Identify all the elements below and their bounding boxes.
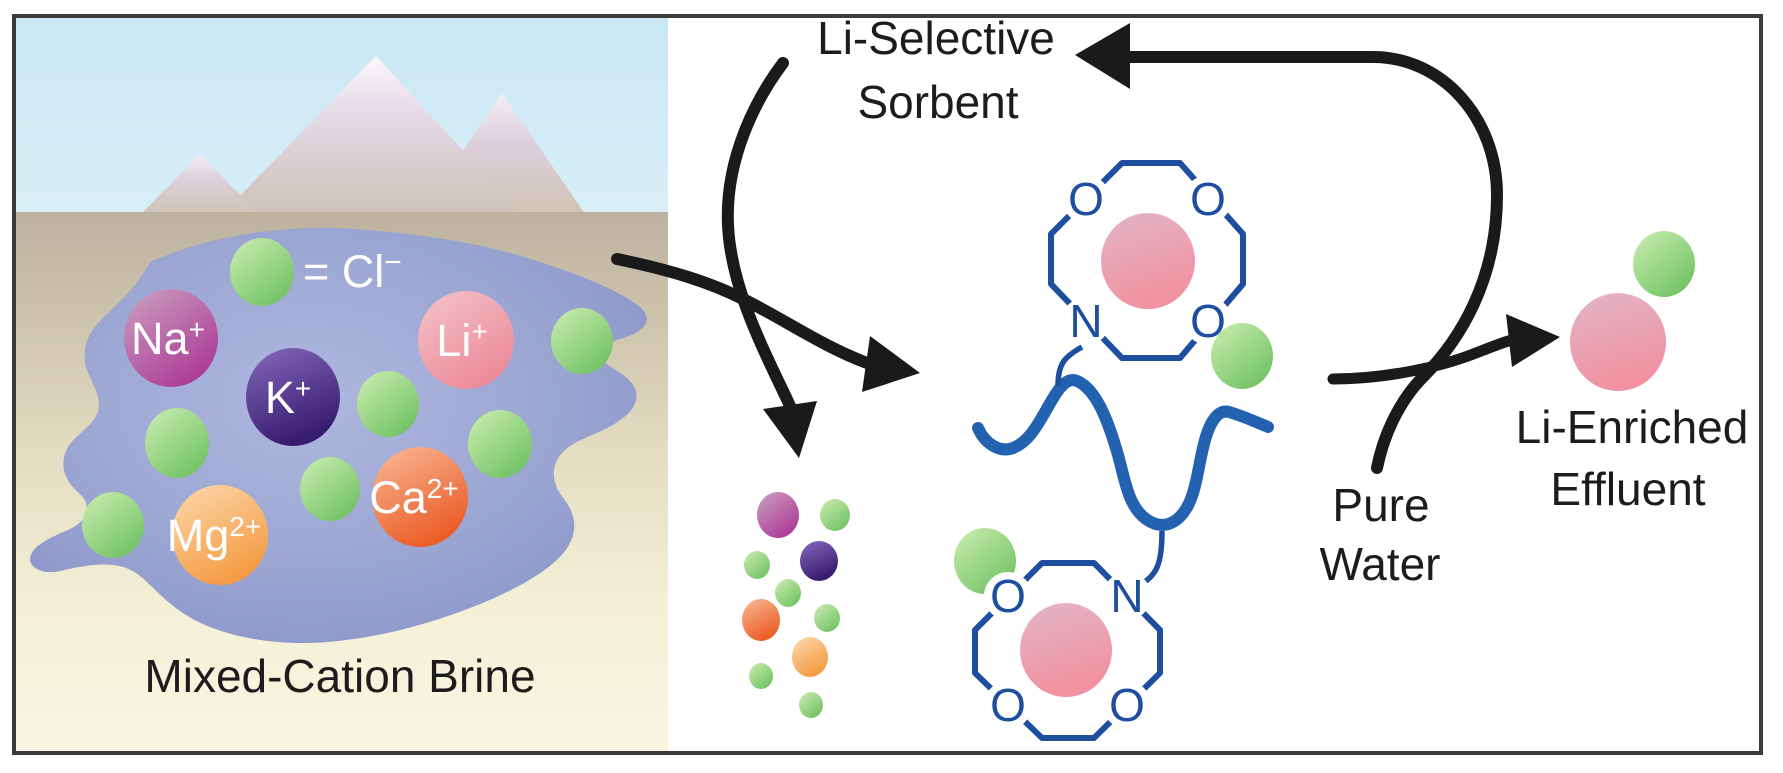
lithium-ion [1570,293,1666,391]
potassium-ion [246,348,340,446]
potassium-ion-small [800,541,838,581]
polymer-backbone [972,374,1274,531]
chloride-ions [82,308,613,558]
chloride-legend-label: = Cl− [303,246,402,297]
chloride-ion [357,371,419,437]
oxygen-atom: O [990,679,1026,731]
chloride-ion [468,410,532,478]
chloride-ion [145,408,209,478]
mountain-icon [141,154,259,214]
nitrogen-atom: N [1110,570,1143,622]
li-selective-sorbent: O O N O O N O O [954,160,1274,741]
sorbent-label-line2: Sorbent [857,76,1018,128]
lithium-ion-bound [1101,213,1195,309]
magnesium-ion-small [792,637,828,677]
effluent-label-line2: Effluent [1550,463,1705,515]
oxygen-atom: O [1109,679,1145,731]
arrow-to-rejected-ions [721,57,797,414]
chloride-ion-small [799,692,823,718]
lithium-ion-bound [1020,603,1112,697]
chloride-ion-paired [1211,323,1273,389]
oxygen-atom: O [990,570,1026,622]
sodium-ion [124,289,218,387]
lithium-ion-label: Li+ [436,315,487,366]
figure-frame [12,14,1763,755]
tether-bond-top [1055,344,1084,387]
mountain-icon [222,56,522,214]
lithium-ion [418,291,514,389]
magnesium-ion [172,485,268,585]
calcium-ion-small [742,599,780,641]
arrow-regeneration-loop [1122,51,1504,474]
captions: Li-Selective Sorbent Pure Water Li-Enric… [817,12,1748,590]
pure-water-label-line2: Water [1320,538,1441,590]
sorbent-label-line1: Li-Selective [817,12,1055,64]
cycle-arrows [611,51,1514,474]
arrowhead-right-icon [1506,314,1560,367]
calcium-ion-label: Ca2+ [369,472,458,523]
magnesium-ion-label: Mg2+ [167,510,261,561]
arrow-to-effluent [1327,335,1514,385]
chloride-ion [300,457,360,521]
chloride-ion-small [820,499,850,531]
chloride-ion-small [814,604,840,632]
pure-water-label-line1: Pure [1332,479,1429,531]
arrowhead-down-icon [763,401,817,458]
nitrogen-atom: N [1069,295,1102,347]
chloride-ion [82,492,144,558]
arrowheads [763,23,1560,458]
arrowhead-left-icon [1075,23,1130,89]
crown-ether-top: O O N O [1048,160,1273,389]
potassium-ion-label: K+ [265,372,311,423]
brine-caption: Mixed-Cation Brine [144,650,535,702]
oxygen-atom: O [1068,173,1104,225]
brine-scene: = Cl− Na+ Li+ K+ Mg2+ Ca2+ Mixed-Cation … [14,16,668,753]
oxygen-atom: O [1190,173,1226,225]
calcium-ion [372,447,468,547]
li-enriched-effluent [1570,231,1695,391]
sodium-ion-label: Na+ [131,313,205,364]
rejected-ions-cluster [742,492,850,718]
chloride-ion-small [749,663,773,689]
effluent-label-line1: Li-Enriched [1516,401,1749,453]
sodium-ion-small [757,492,799,538]
arrowhead-right-icon [862,336,920,392]
chloride-ion [1633,231,1695,297]
chloride-ion [551,308,613,374]
chloride-ion-small [744,551,770,579]
chloride-legend-icon [230,238,294,306]
crown-ether-bottom: O N O O [954,528,1163,741]
chloride-ion-small [775,579,801,607]
